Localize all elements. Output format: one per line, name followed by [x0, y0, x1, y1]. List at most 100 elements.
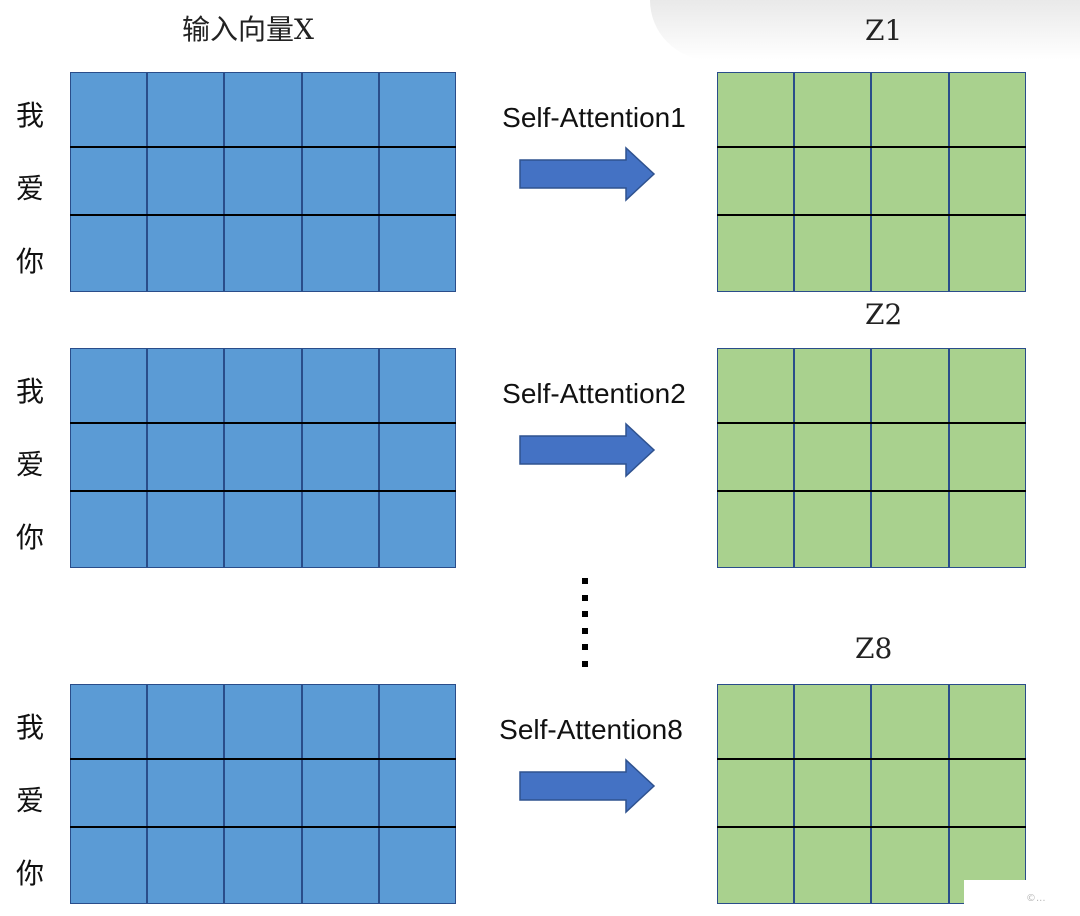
matrix-cell	[301, 491, 379, 568]
row-separator-line	[70, 214, 456, 216]
matrix-cell	[147, 72, 225, 147]
matrix-cell	[717, 215, 795, 292]
matrix-cell	[301, 759, 379, 827]
matrix-cell	[70, 827, 148, 904]
matrix-cell	[70, 684, 148, 759]
matrix-cell	[794, 827, 872, 904]
matrix-cell	[871, 684, 949, 759]
row-separator-line	[70, 758, 456, 760]
token-label: 我	[15, 711, 44, 744]
matrix-cell	[871, 827, 949, 904]
matrix-cell	[794, 759, 872, 827]
matrix-cell	[948, 759, 1026, 827]
row-separator-line	[70, 146, 456, 148]
row-separator-line	[70, 490, 456, 492]
matrix-cell	[378, 348, 456, 423]
matrix-cell	[794, 348, 872, 423]
matrix-cell	[378, 759, 456, 827]
row-separator-line	[717, 214, 1026, 216]
row-separator-line	[70, 826, 456, 828]
matrix-cell	[70, 72, 148, 147]
matrix-cell	[224, 759, 302, 827]
matrix-cell	[378, 423, 456, 491]
matrix-cell	[871, 759, 949, 827]
matrix-cell	[70, 759, 148, 827]
output-z-matrix	[717, 348, 1026, 568]
matrix-cell	[794, 72, 872, 147]
matrix-cell	[794, 147, 872, 215]
watermark-text: ©...	[1026, 893, 1046, 904]
matrix-cell	[70, 348, 148, 423]
matrix-cell	[948, 423, 1026, 491]
output-matrix-label: Z8	[855, 632, 893, 665]
row-separator-line	[717, 826, 1026, 828]
matrix-cell	[224, 348, 302, 423]
matrix-cell	[224, 491, 302, 568]
matrix-cell	[378, 827, 456, 904]
matrix-cell	[70, 491, 148, 568]
matrix-cell	[301, 147, 379, 215]
matrix-cell	[717, 423, 795, 491]
watermark-area	[964, 880, 1080, 916]
matrix-cell	[70, 215, 148, 292]
output-matrix-label: Z1	[865, 14, 903, 47]
matrix-cell	[948, 684, 1026, 759]
matrix-cell	[224, 684, 302, 759]
row-separator-line	[717, 758, 1026, 760]
row-separator-line	[717, 146, 1026, 148]
matrix-cell	[794, 215, 872, 292]
right-arrow-icon	[519, 422, 656, 478]
matrix-cell	[301, 348, 379, 423]
matrix-cell	[948, 491, 1026, 568]
matrix-cell	[948, 348, 1026, 423]
right-arrow-icon	[519, 758, 656, 814]
matrix-cell	[147, 759, 225, 827]
output-z-matrix	[717, 72, 1026, 292]
matrix-cell	[871, 72, 949, 147]
matrix-cell	[378, 72, 456, 147]
row-separator-line	[717, 422, 1026, 424]
matrix-cell	[717, 72, 795, 147]
matrix-cell	[378, 491, 456, 568]
matrix-cell	[301, 827, 379, 904]
matrix-cell	[378, 684, 456, 759]
token-label: 爱	[15, 172, 44, 205]
token-label: 你	[15, 521, 44, 554]
matrix-cell	[717, 759, 795, 827]
token-label: 我	[15, 375, 44, 408]
row-separator-line	[717, 490, 1026, 492]
vertical-ellipsis-icon	[582, 578, 590, 678]
matrix-cell	[871, 147, 949, 215]
matrix-cell	[147, 491, 225, 568]
matrix-cell	[147, 348, 225, 423]
matrix-cell	[147, 684, 225, 759]
matrix-cell	[378, 215, 456, 292]
output-z-matrix	[717, 684, 1026, 904]
matrix-cell	[871, 215, 949, 292]
matrix-cell	[794, 423, 872, 491]
matrix-cell	[147, 423, 225, 491]
matrix-cell	[948, 215, 1026, 292]
matrix-cell	[147, 827, 225, 904]
matrix-cell	[871, 491, 949, 568]
right-arrow-icon	[519, 146, 656, 202]
token-label: 爱	[15, 784, 44, 817]
matrix-cell	[871, 423, 949, 491]
token-label: 爱	[15, 448, 44, 481]
matrix-cell	[224, 215, 302, 292]
matrix-cell	[794, 684, 872, 759]
matrix-cell	[70, 147, 148, 215]
matrix-cell	[717, 491, 795, 568]
self-attention-label: Self-Attention2	[502, 378, 686, 409]
matrix-cell	[301, 72, 379, 147]
input-vector-matrix	[70, 684, 456, 904]
self-attention-label: Self-Attention1	[502, 102, 686, 133]
matrix-cell	[717, 827, 795, 904]
matrix-cell	[224, 423, 302, 491]
matrix-cell	[301, 684, 379, 759]
input-vector-title: 输入向量X	[182, 13, 314, 46]
output-matrix-label: Z2	[865, 298, 903, 331]
token-label: 我	[15, 99, 44, 132]
input-vector-matrix	[70, 72, 456, 292]
matrix-cell	[224, 147, 302, 215]
